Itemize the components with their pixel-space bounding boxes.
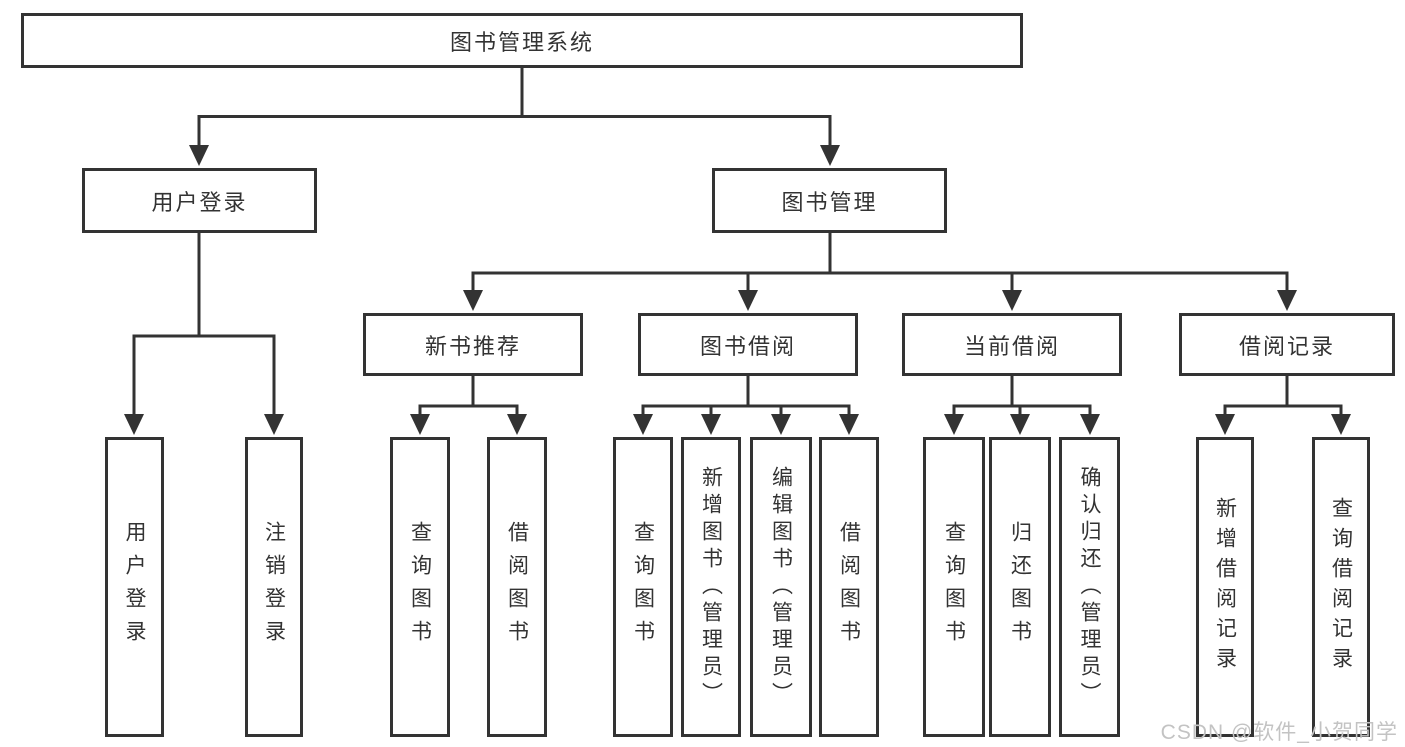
leaf-records-query: 查询借阅记录	[1312, 437, 1370, 737]
node-current-borrow-label: 当前借阅	[963, 333, 1060, 359]
leaf-current-query-label: 查询图书	[942, 521, 966, 653]
leaf-current-return-label: 归还图书	[1008, 521, 1032, 653]
node-new-books-label: 新书推荐	[424, 333, 521, 359]
leaf-newbooks-borrow: 借阅图书	[487, 437, 547, 737]
leaf-logout: 注销登录	[245, 437, 303, 737]
leaf-records-query-label: 查询借阅记录	[1329, 497, 1353, 677]
node-book-mgmt: 图书管理	[712, 168, 947, 233]
leaf-records-add-label: 新增借阅记录	[1213, 497, 1237, 677]
leaf-borrow-borrow: 借阅图书	[819, 437, 879, 737]
node-book-mgmt-label: 图书管理	[781, 189, 878, 215]
leaf-borrow-edit: 编辑图书（管理员）	[750, 437, 812, 737]
leaf-current-confirm-label: 确认归还（管理员）	[1078, 465, 1101, 709]
arrowheads	[124, 145, 1351, 435]
node-new-books: 新书推荐	[363, 313, 583, 376]
node-book-borrow-label: 图书借阅	[699, 333, 796, 359]
leaf-newbooks-query: 查询图书	[390, 437, 450, 737]
node-root-label: 图书管理系统	[449, 29, 594, 55]
node-borrow-records: 借阅记录	[1179, 313, 1395, 376]
node-borrow-records-label: 借阅记录	[1238, 333, 1335, 359]
leaf-newbooks-query-label: 查询图书	[408, 521, 432, 653]
leaf-borrow-add: 新增图书（管理员）	[681, 437, 741, 737]
node-user-login-label: 用户登录	[151, 189, 248, 215]
leaf-records-add: 新增借阅记录	[1196, 437, 1254, 737]
leaf-borrow-edit-label: 编辑图书（管理员）	[769, 465, 793, 709]
node-current-borrow: 当前借阅	[902, 313, 1122, 376]
node-user-login: 用户登录	[82, 168, 317, 233]
leaf-borrow-borrow-label: 借阅图书	[837, 521, 861, 653]
leaf-current-confirm: 确认归还（管理员）	[1059, 437, 1120, 737]
leaf-user-login-label: 用户登录	[123, 521, 146, 653]
leaf-borrow-add-label: 新增图书（管理员）	[699, 465, 723, 709]
watermark-text: CSDN @软件_小贺同学	[1160, 721, 1398, 744]
leaf-user-login: 用户登录	[105, 437, 164, 737]
leaf-current-return: 归还图书	[989, 437, 1051, 737]
leaf-borrow-query: 查询图书	[613, 437, 673, 737]
leaf-current-query: 查询图书	[923, 437, 985, 737]
leaf-borrow-query-label: 查询图书	[631, 521, 655, 653]
node-book-borrow: 图书借阅	[638, 313, 858, 376]
leaf-logout-label: 注销登录	[262, 521, 286, 653]
leaf-newbooks-borrow-label: 借阅图书	[505, 521, 529, 653]
node-root: 图书管理系统	[21, 13, 1023, 68]
